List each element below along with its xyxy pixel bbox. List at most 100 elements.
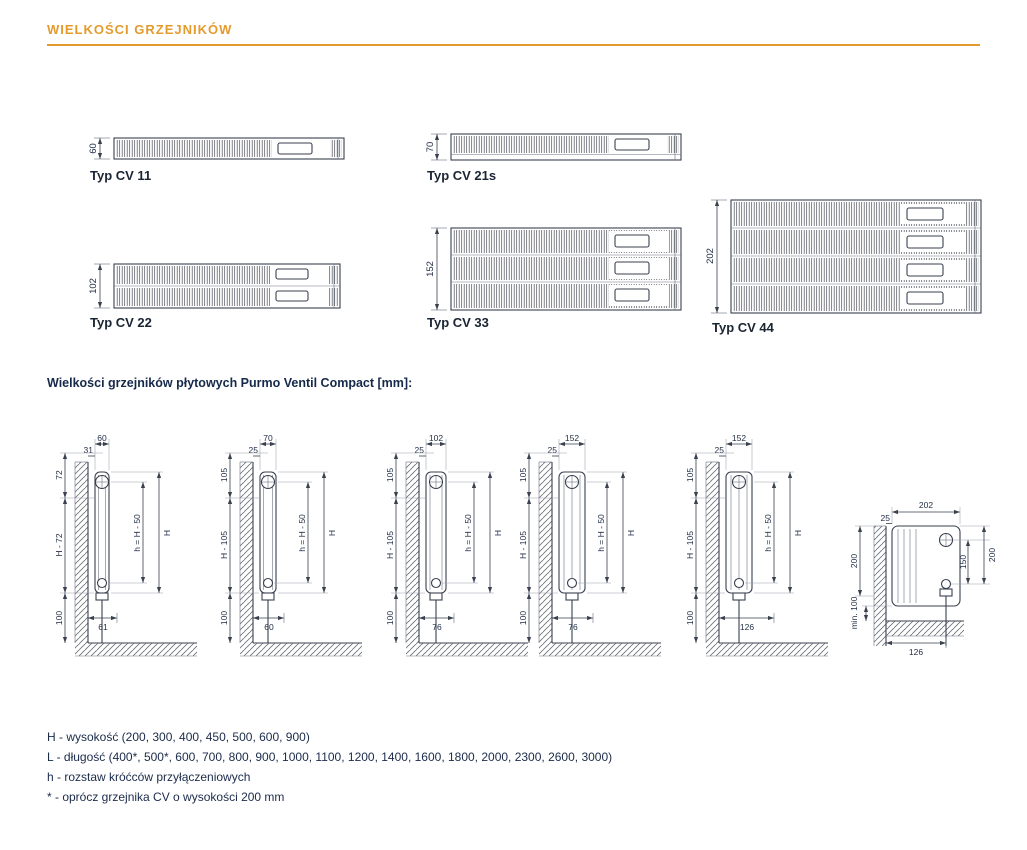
- height-dim: H: [327, 530, 337, 536]
- height-dim: H: [626, 530, 636, 536]
- depth-label: 60: [88, 143, 99, 154]
- return-connection: [262, 577, 274, 589]
- pipe-offset-dim: 76: [432, 622, 442, 632]
- bottom-fitting: [732, 592, 746, 601]
- valve-block: [906, 291, 944, 305]
- dimensions: 152 25 105 H - 105 100 h = H - 50 H: [519, 433, 636, 643]
- side-view-cv22: 102 25 105 H - 105 100 h = H - 50 H: [386, 433, 528, 657]
- plan-view-cv21s: 70: [425, 133, 682, 161]
- top-offset-dim: 105: [386, 468, 395, 482]
- detail-view-connection: 202 25 200 min. 100 150 200 126: [849, 500, 997, 657]
- depth-dimension: 70: [425, 133, 447, 161]
- floor-hatch: [240, 642, 362, 657]
- depth-dim: 152: [732, 433, 746, 443]
- height-dim: H: [493, 530, 503, 536]
- pipe-offset-dim: 126: [740, 622, 754, 632]
- radiator-plan: [113, 137, 345, 160]
- bottom-fitting: [565, 592, 579, 601]
- wall-hatch: [705, 461, 720, 643]
- radiator-plan: [113, 263, 341, 309]
- floor-hatch: [406, 642, 528, 657]
- legend-line-length: L - długość (400*, 500*, 600, 700, 800, …: [47, 750, 613, 764]
- depth-dim: 70: [263, 433, 273, 443]
- valve-block: [906, 235, 944, 249]
- depth-dimension: 202: [705, 199, 727, 314]
- left-height-dim: 200: [849, 554, 859, 568]
- return-connection: [96, 577, 108, 589]
- page-title: WIELKOŚCI GRZEJNIKÓW: [47, 22, 233, 37]
- pipe-spacing-dim: h = H - 50: [297, 514, 307, 552]
- valve-block: [614, 138, 650, 151]
- floor-hatch: [75, 642, 197, 657]
- dimensions: 202 25 200 min. 100 150 200 126: [849, 500, 997, 657]
- depth-dim: 202: [919, 500, 933, 510]
- depth-label: 70: [425, 142, 436, 153]
- floor-clearance-dim: 100: [220, 611, 229, 625]
- floor-clearance-dim: 100: [686, 611, 695, 625]
- radiator-profile: [558, 471, 586, 643]
- height-dim: H: [793, 530, 803, 536]
- depth-dimension: 102: [88, 263, 110, 309]
- pipe-offset-dim: 126: [909, 647, 923, 657]
- pipe-spacing-dim: h = H - 50: [596, 514, 606, 552]
- wall-gap-dim: 31: [84, 445, 94, 455]
- return-connection: [940, 578, 952, 590]
- dimensions: 70 25 105 H - 105 100 h = H - 50 H: [220, 433, 337, 643]
- mid-height-dim: H - 105: [686, 531, 695, 559]
- radiator-plan: [450, 227, 682, 311]
- depth-dim: 102: [429, 433, 443, 443]
- wall-hatch: [239, 461, 254, 643]
- wall-gap-dim: 25: [715, 445, 725, 455]
- bottom-fitting: [95, 592, 109, 601]
- wall-hatch: [405, 461, 420, 643]
- mid-height-dim: H - 105: [386, 531, 395, 559]
- floor-clearance-dim: 100: [386, 611, 395, 625]
- floor-hatch: [539, 642, 661, 657]
- return-connection: [733, 577, 745, 589]
- legend-line-note: * - oprócz grzejnika CV o wysokości 200 …: [47, 790, 285, 804]
- mid-height-dim: H - 72: [55, 533, 64, 556]
- mid-height-dim: H - 105: [220, 531, 229, 559]
- radiator-profile: [259, 471, 277, 643]
- radiator-profile: [725, 471, 753, 643]
- pipe-offset-dim: 60: [264, 622, 274, 632]
- valve-block: [614, 261, 650, 275]
- top-offset-dim: 105: [686, 468, 695, 482]
- depth-label: 152: [425, 261, 436, 277]
- dimensions: 60 31 72 H - 72 100 h = H - 50 H: [55, 433, 172, 643]
- wall-hatch: [74, 461, 89, 643]
- valve-block: [275, 290, 309, 302]
- depth-label: 202: [705, 248, 716, 264]
- floor-clearance-dim: 100: [519, 611, 528, 625]
- floor-hatch: [706, 642, 828, 657]
- plan-label-cv33: Typ CV 33: [427, 315, 489, 330]
- valve-block: [277, 142, 313, 155]
- valve-block: [614, 234, 650, 248]
- wall-gap-dim: 25: [415, 445, 425, 455]
- top-offset-dim: 72: [55, 470, 64, 480]
- dimensions: 102 25 105 H - 105 100 h = H - 50 H: [386, 433, 503, 643]
- return-connection: [566, 577, 578, 589]
- floor-clearance-dim: min. 100: [849, 596, 859, 629]
- valve-block: [906, 263, 944, 277]
- depth-dim: 152: [565, 433, 579, 443]
- valve-block: [275, 268, 309, 280]
- side-view-cv21s: 70 25 105 H - 105 100 h = H - 50 H: [220, 433, 362, 657]
- plan-label-cv21s: Typ CV 21s: [427, 168, 497, 183]
- mid-height-dim: H - 105: [519, 531, 528, 559]
- floor-hatch: [886, 620, 964, 637]
- wall-hatch: [538, 461, 553, 643]
- top-offset-dim: 105: [519, 468, 528, 482]
- top-offset-dim: 105: [220, 468, 229, 482]
- pipe-spacing-dim: h = H - 50: [463, 514, 473, 552]
- radiator-profile: [891, 525, 961, 646]
- pipe-offset-dim: 76: [568, 622, 578, 632]
- legend-line-spacing: h - rozstaw króćców przyłączeniowych: [47, 770, 251, 784]
- depth-dim: 60: [97, 433, 107, 443]
- right-height-dim: 200: [987, 548, 997, 562]
- floor-clearance-dim: 100: [55, 611, 64, 625]
- plan-label-cv44: Typ CV 44: [712, 320, 774, 335]
- radiator-plan: [730, 199, 982, 314]
- plan-label-cv22: Typ CV 22: [90, 315, 152, 330]
